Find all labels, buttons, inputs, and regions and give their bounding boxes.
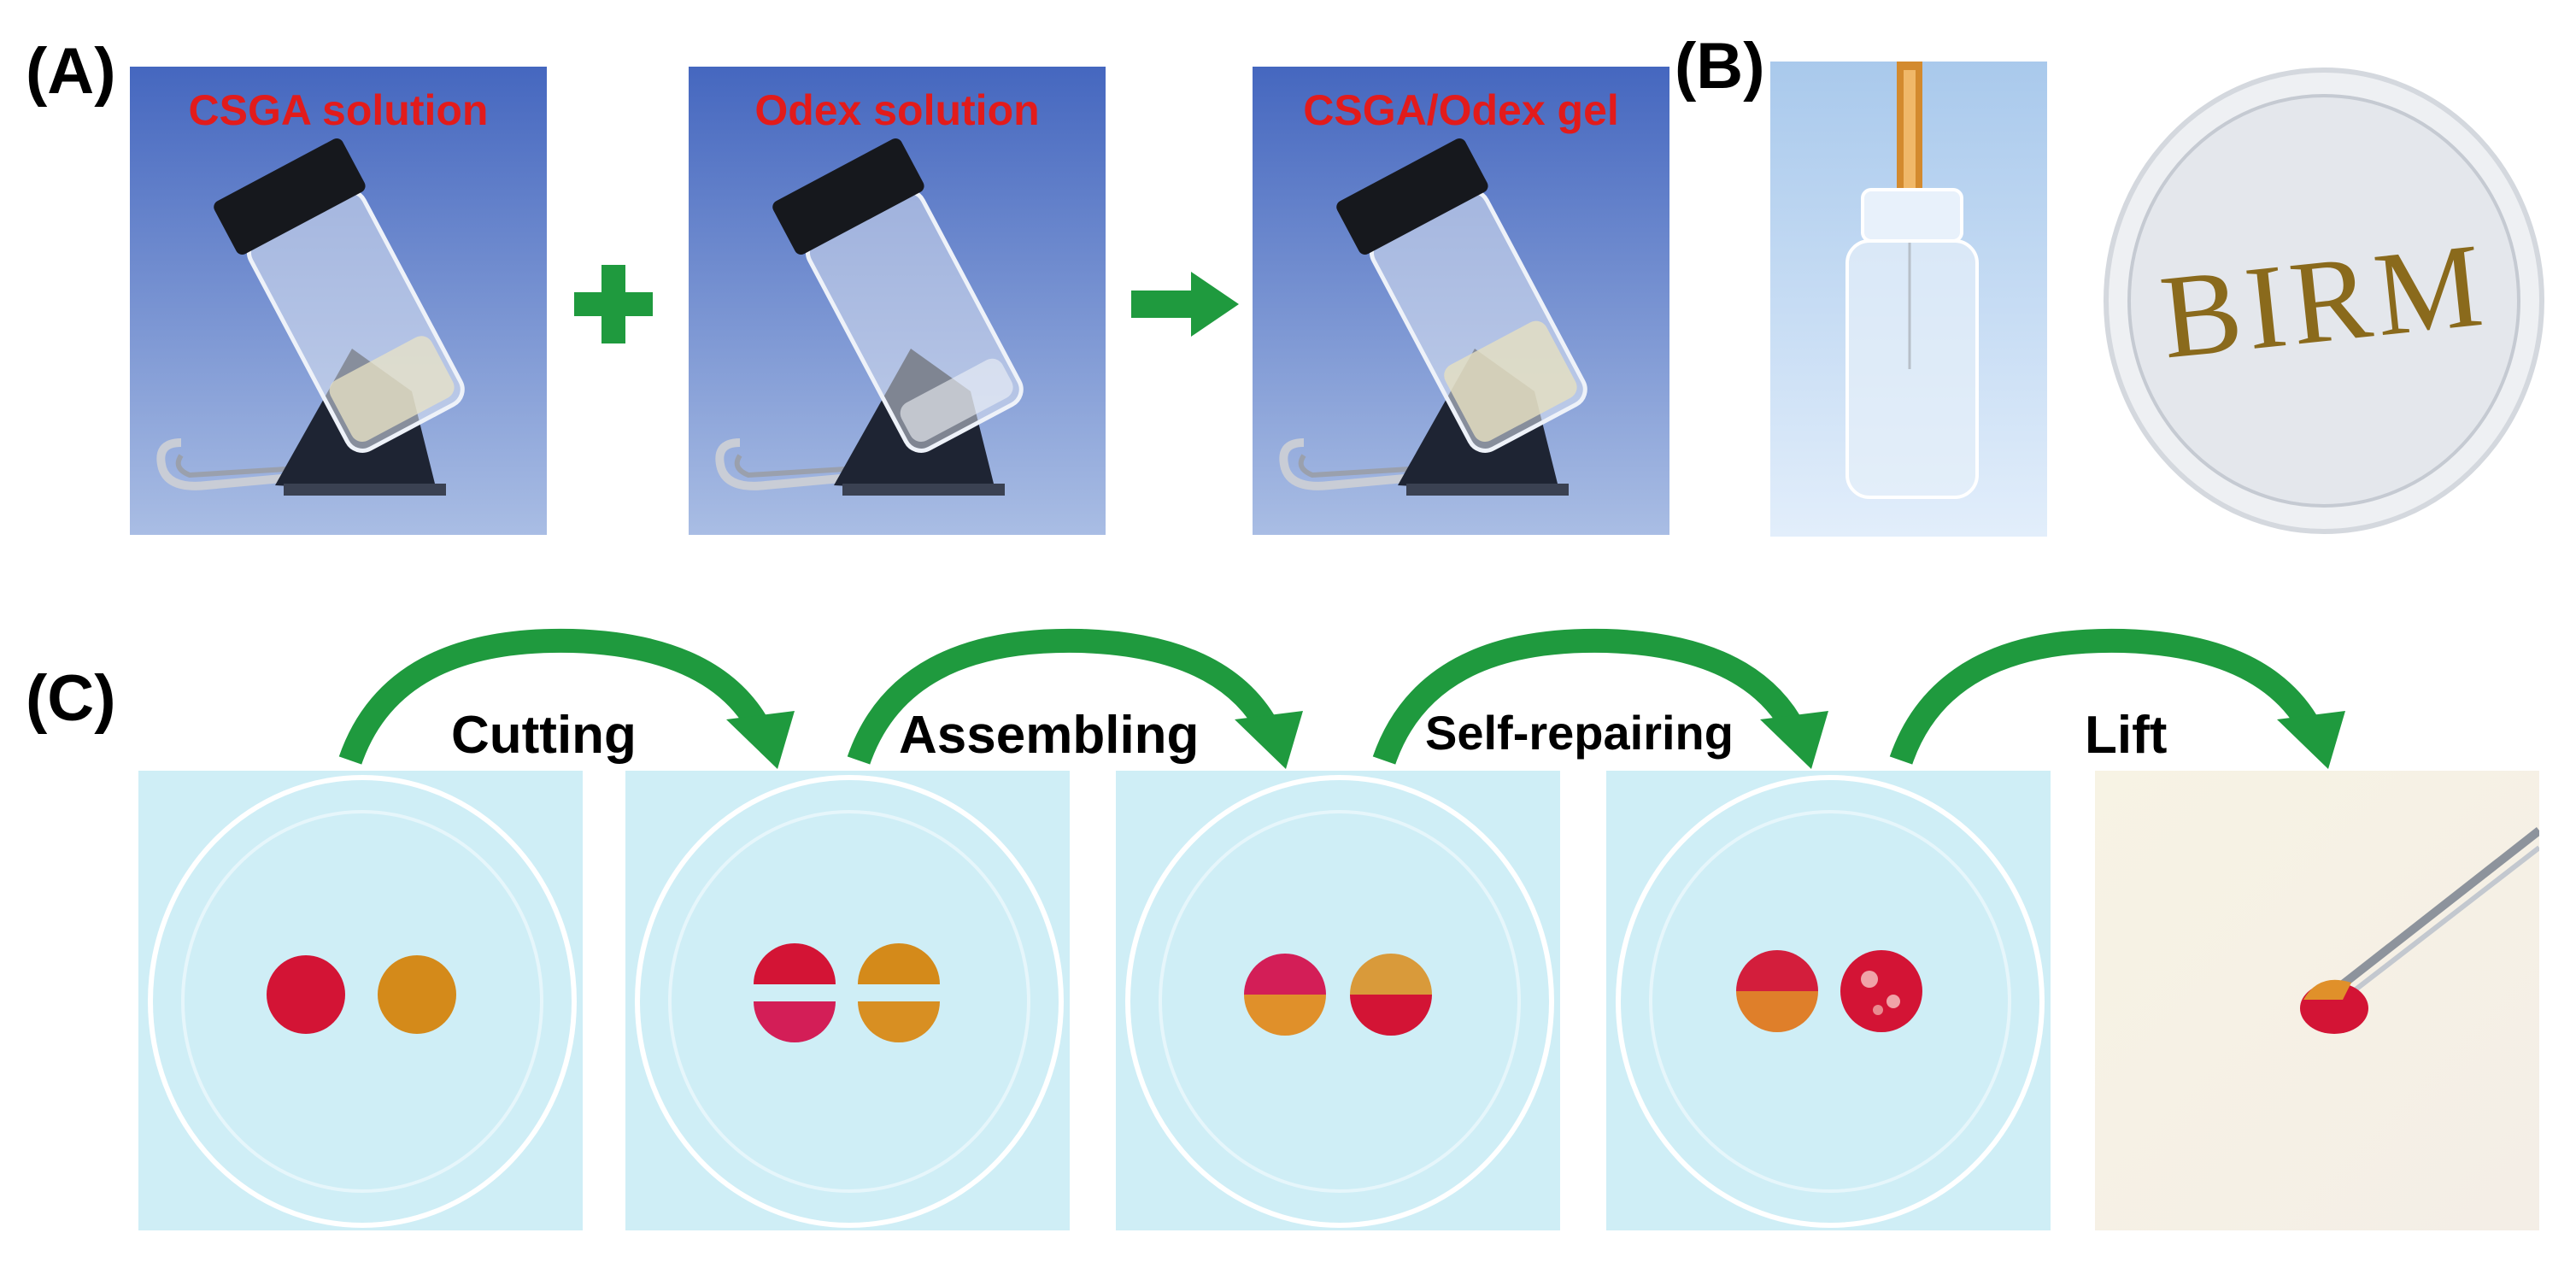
vial-photo-csga: CSGA solution <box>130 67 547 535</box>
petri-dish-photo: BIRM <box>2102 62 2546 540</box>
vial-photo-gel: CSGA/Odex gel <box>1253 67 1669 535</box>
gel-photo-original <box>138 771 583 1230</box>
curved-arrow-icon <box>333 624 812 769</box>
gel-photo-self-repaired <box>1606 771 2051 1230</box>
step-label-assembling: Assembling <box>899 706 1200 765</box>
vial-icon <box>1845 188 1979 499</box>
vial-photo-odex: Odex solution <box>689 67 1106 535</box>
vial-caption: Odex solution <box>754 86 1040 134</box>
tweezers-icon <box>2339 827 2539 995</box>
curved-arrow-icon <box>1884 624 2362 769</box>
panel-label-c: (C) <box>26 662 116 735</box>
vial-icon <box>1336 138 1587 453</box>
arrow-right-icon <box>1131 272 1239 337</box>
step-label-lift: Lift <box>2085 706 2168 765</box>
gel-photo-lift <box>2095 771 2539 1230</box>
plus-icon <box>574 265 653 343</box>
panel-label-a: (A) <box>26 35 116 108</box>
step-label-cutting: Cutting <box>451 706 637 765</box>
gel-photo-assembled <box>1116 771 1560 1230</box>
vial-icon <box>772 138 1024 453</box>
gel-photo-cut <box>625 771 1070 1230</box>
step-label-self-repairing: Self-repairing <box>1425 706 1734 760</box>
panel-label-b: (B) <box>1675 30 1765 103</box>
syringe-injection-photo <box>1770 62 2047 537</box>
curved-arrow-icon <box>842 624 1320 769</box>
curved-arrow-icon <box>1367 624 1845 769</box>
vial-caption: CSGA solution <box>188 86 489 134</box>
vial-caption: CSGA/Odex gel <box>1303 86 1619 134</box>
vial-icon <box>214 138 465 453</box>
